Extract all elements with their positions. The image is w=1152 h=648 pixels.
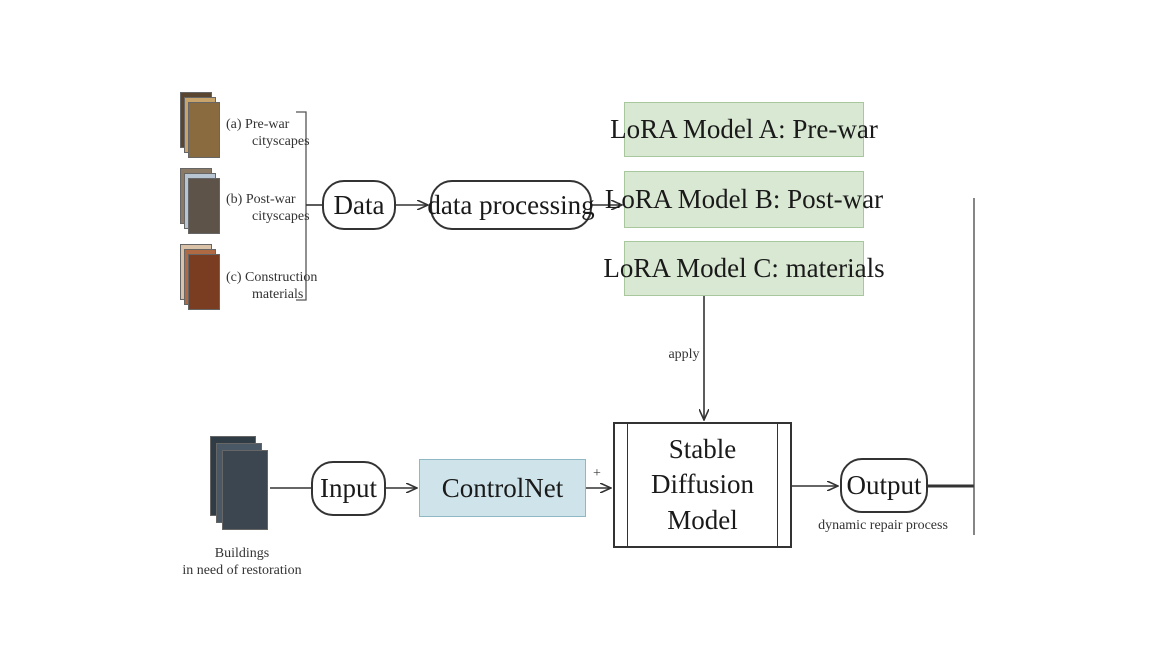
label-line: materials bbox=[252, 286, 304, 302]
data-sources-bracket bbox=[296, 111, 307, 301]
plus-label: + bbox=[593, 466, 601, 481]
label-line: cityscapes bbox=[252, 208, 310, 224]
lora-model-c: LoRA Model C: materials bbox=[603, 241, 885, 296]
label-line: cityscapes bbox=[252, 133, 310, 149]
output-node: Output bbox=[840, 458, 928, 513]
lora-model-b: LoRA Model B: Post-war bbox=[605, 171, 883, 228]
caption-line: Buildings bbox=[214, 546, 270, 561]
data-node: Data bbox=[322, 180, 396, 230]
dynamic-repair-label: dynamic repair process bbox=[818, 518, 948, 533]
caption-line: in need of restoration bbox=[182, 562, 302, 578]
label-line: (a) Pre-war bbox=[226, 117, 290, 132]
lora-model-a: LoRA Model A: Pre-war bbox=[610, 102, 878, 157]
controlnet-node: ControlNet bbox=[419, 459, 586, 517]
source-label-post-war: (b) Post-war cityscapes bbox=[226, 192, 310, 226]
sd-title-line1: Stable Diffusion bbox=[650, 434, 754, 500]
buildings-caption: Buildings in need of restoration bbox=[180, 546, 304, 580]
thumb-card bbox=[188, 254, 220, 310]
thumb-card bbox=[222, 450, 268, 530]
source-label-pre-war: (a) Pre-war cityscapes bbox=[226, 117, 310, 151]
sd-title-line2: Model bbox=[667, 504, 738, 535]
thumb-card bbox=[188, 178, 220, 234]
thumb-materials bbox=[180, 244, 220, 312]
label-line: (c) Construction bbox=[226, 270, 318, 285]
thumb-post-war bbox=[180, 168, 220, 236]
data-processing-node: data processing bbox=[427, 180, 595, 230]
thumb-card bbox=[188, 102, 220, 158]
apply-label: apply bbox=[668, 347, 700, 362]
label-line: (b) Post-war bbox=[226, 192, 296, 207]
thumb-pre-war bbox=[180, 92, 220, 160]
input-node: Input bbox=[311, 461, 386, 516]
source-label-materials: (c) Construction materials bbox=[226, 270, 317, 304]
stable-diffusion-node: Stable Diffusion Model bbox=[613, 422, 792, 548]
thumb-buildings bbox=[210, 436, 274, 536]
